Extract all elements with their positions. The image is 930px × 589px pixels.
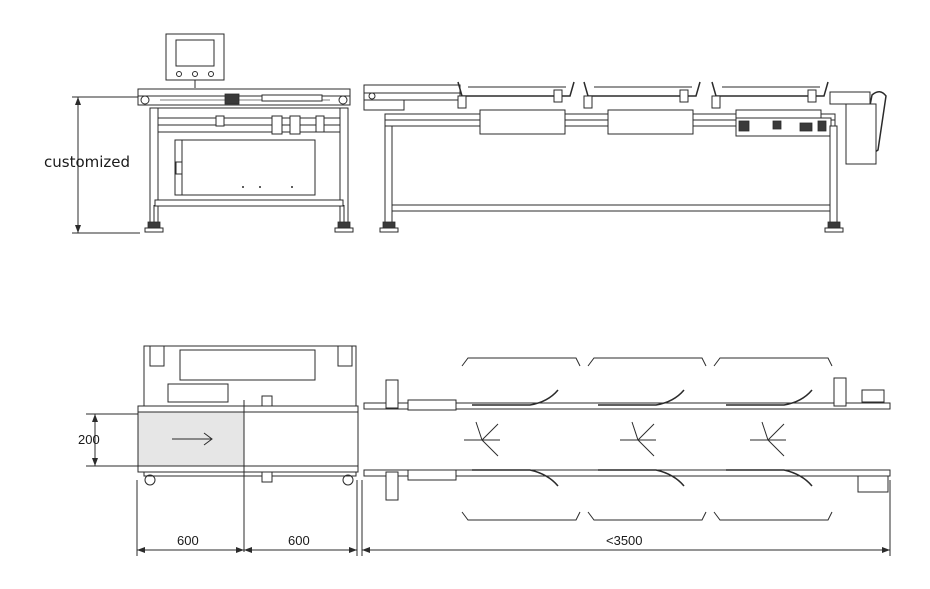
sorting-unit-plan: [363, 357, 891, 521]
flow-arrow: [172, 432, 213, 446]
length-dimensions: 600 600 <3500: [136, 480, 891, 556]
height-dimension: customized: [44, 96, 140, 234]
weighing-unit-plan: [137, 345, 359, 552]
diverter-bay-2: [587, 357, 707, 521]
sorting-unit: [363, 81, 887, 233]
width-label: 200: [78, 432, 100, 447]
divert-arrow-icon: [464, 421, 500, 457]
width-dimension: 200: [78, 413, 138, 467]
plan-view: 200: [78, 345, 891, 556]
diverter-2: [583, 81, 701, 135]
touchscreen-display: [165, 33, 225, 88]
section2-label: 600: [288, 533, 310, 548]
diverter-1: [457, 81, 575, 135]
divert-arrow-icon: [750, 421, 786, 457]
side-elevation-view: customized: [44, 33, 887, 234]
section1-label: 600: [177, 533, 199, 548]
divert-arrow-icon: [620, 421, 656, 457]
weighing-unit: [137, 33, 354, 233]
diverter-bay-1: [461, 357, 581, 521]
diverter-bay-3: [713, 357, 833, 521]
total-length-label: <3500: [606, 533, 643, 548]
height-label: customized: [44, 153, 130, 171]
